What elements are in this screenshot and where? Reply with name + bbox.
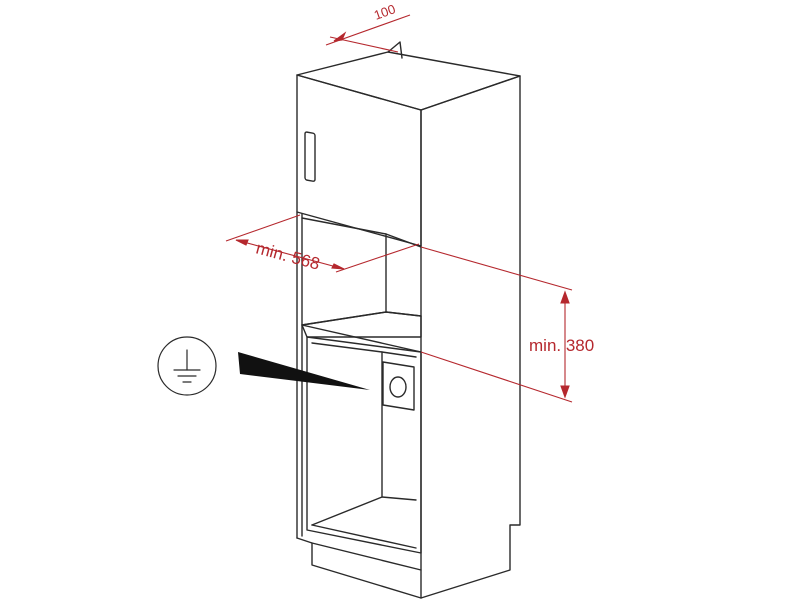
cabinet-outline	[296, 41, 521, 599]
niche-width-ext-a	[225, 214, 301, 242]
niche-width-ext-b	[335, 243, 420, 273]
niche-shelf	[301, 311, 422, 338]
ground-symbol-icon	[157, 336, 217, 396]
depth-gap-arrow	[333, 31, 347, 42]
pointer-wedge-icon	[238, 352, 370, 390]
lower-back-wall	[311, 342, 383, 526]
lower-back-corner	[381, 351, 417, 358]
niche-height-arrow-b	[560, 385, 570, 399]
dimension-lines	[225, 14, 573, 403]
niche-width-label: min. 568	[254, 239, 322, 274]
niche-width-arrow-b	[331, 263, 345, 270]
back-panel-top	[387, 41, 403, 59]
lower-compartment-frame	[306, 336, 422, 554]
niche-width-line	[235, 239, 345, 270]
niche-height-ext-b	[420, 351, 573, 403]
shelf-front	[301, 324, 422, 353]
depth-gap-label: 100	[372, 1, 398, 23]
lower-floor-front	[311, 524, 417, 549]
plinth	[296, 537, 422, 599]
cabinet-top	[296, 51, 521, 111]
niche-height-label: min. 380	[529, 336, 594, 355]
cabinet-side	[420, 75, 521, 599]
niche-height-ext-a	[420, 246, 573, 291]
plinth-top	[311, 542, 422, 571]
niche-height-arrow-a	[560, 290, 570, 304]
socket-outlet	[389, 376, 407, 398]
socket-plate	[382, 361, 415, 411]
door-handle	[304, 131, 316, 182]
niche-width-arrow-a	[235, 239, 249, 246]
lower-floor-back	[381, 496, 417, 501]
